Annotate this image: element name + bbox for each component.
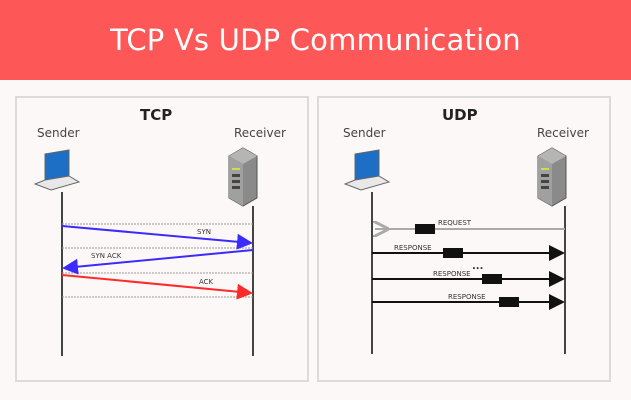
udp-ellipsis: ... bbox=[472, 261, 483, 272]
header-banner: TCP Vs UDP Communication bbox=[0, 0, 631, 80]
tcp-receiver-label: Receiver bbox=[234, 126, 286, 140]
tcp-syn-arrow bbox=[61, 225, 253, 250]
udp-response-packet-2 bbox=[482, 274, 502, 284]
tcp-sequence-diagram: SYN SYN ACK ACK bbox=[33, 147, 258, 356]
udp-response-label-3: RESPONSE bbox=[448, 293, 486, 301]
tcp-dividers bbox=[62, 223, 253, 298]
udp-request-packet bbox=[415, 224, 435, 234]
udp-receiver-label: Receiver bbox=[537, 126, 589, 140]
server-icon bbox=[537, 147, 567, 207]
tcp-synack-arrow bbox=[62, 249, 254, 275]
udp-response-label-2: RESPONSE bbox=[433, 270, 471, 278]
tcp-synack-label: SYN ACK bbox=[91, 252, 122, 260]
udp-response-label-1: RESPONSE bbox=[394, 244, 432, 252]
page-title: TCP Vs UDP Communication bbox=[110, 23, 521, 57]
udp-sender-label: Sender bbox=[343, 126, 386, 140]
udp-response-packet-1 bbox=[443, 248, 463, 258]
udp-response-packet-3 bbox=[499, 297, 519, 307]
tcp-title: TCP bbox=[140, 106, 173, 124]
tcp-syn-label: SYN bbox=[197, 228, 211, 236]
tcp-panel: TCP Sender Receiver bbox=[15, 96, 309, 382]
tcp-ack-label: ACK bbox=[199, 278, 214, 286]
server-icon bbox=[228, 147, 258, 207]
laptop-icon bbox=[33, 149, 81, 191]
laptop-icon bbox=[343, 149, 391, 191]
udp-sequence-diagram: REQUEST RESPONSE ... RESPONSE RESPONSE bbox=[343, 147, 567, 354]
udp-panel: UDP Sender Receiver REQUEST RESPONSE ... bbox=[317, 96, 611, 382]
tcp-sender-label: Sender bbox=[37, 126, 80, 140]
udp-title: UDP bbox=[442, 106, 478, 124]
udp-request-label: REQUEST bbox=[438, 219, 472, 227]
tcp-ack-arrow bbox=[61, 274, 253, 300]
